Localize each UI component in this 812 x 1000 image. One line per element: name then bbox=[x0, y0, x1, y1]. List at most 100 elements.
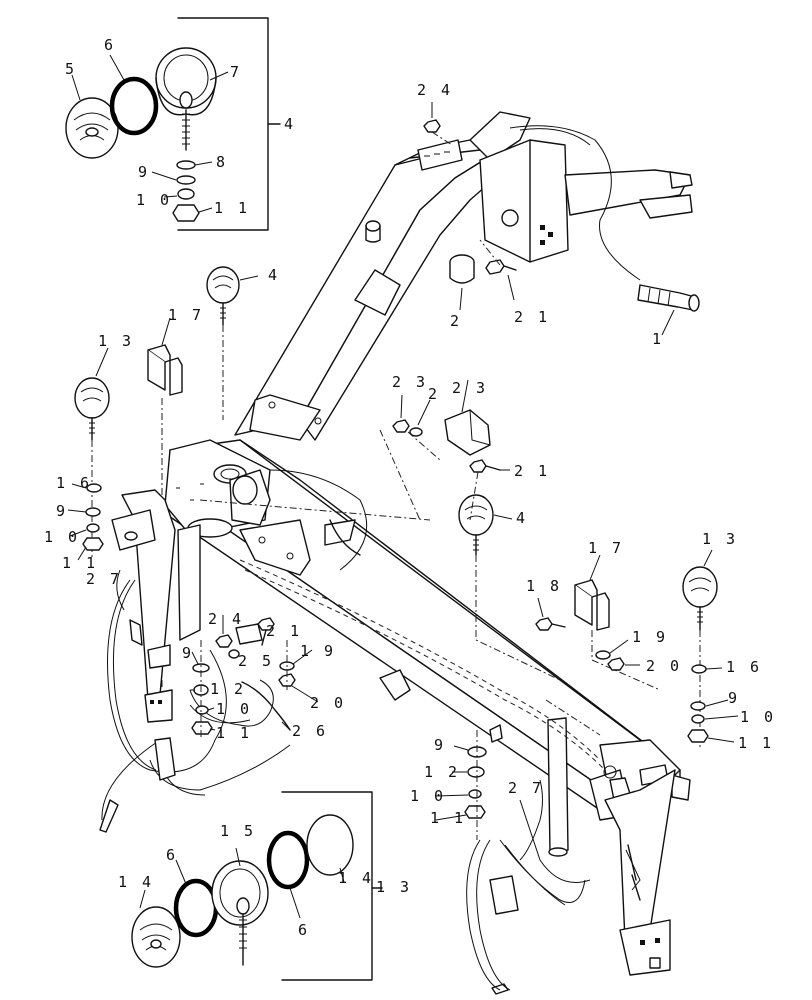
lamp-4-top-icon bbox=[206, 266, 259, 326]
callout-16-right: 1 6 bbox=[726, 658, 762, 676]
callout-4-top: 4 bbox=[268, 266, 280, 284]
wire-harness-left bbox=[99, 469, 368, 833]
bracket-17-right-icon bbox=[574, 554, 610, 631]
harness-26-icon bbox=[241, 681, 291, 731]
bracket-23-icon bbox=[444, 379, 491, 456]
nut-24-mid-icon bbox=[215, 634, 233, 648]
callout-5: 5 bbox=[65, 60, 77, 78]
nut-11-right-icon bbox=[687, 729, 709, 743]
callout-14-right: 1 4 bbox=[338, 869, 374, 887]
hitch-tongue bbox=[234, 111, 693, 441]
lamp-4-inset bbox=[65, 17, 281, 231]
callout-24-mid: 2 4 bbox=[208, 610, 244, 628]
callout-13-left: 1 3 bbox=[98, 332, 134, 350]
nut-11-low-icon bbox=[464, 805, 486, 819]
washer-9-right-icon bbox=[690, 701, 706, 711]
nut-20-right-icon bbox=[607, 657, 625, 671]
connector-plug-1-icon bbox=[637, 284, 700, 336]
lens-14-right-icon bbox=[306, 814, 354, 883]
callout-26: 2 6 bbox=[292, 722, 328, 740]
callout-13-bracket: 1 3 bbox=[376, 878, 412, 896]
bolt-21-top-icon bbox=[485, 259, 517, 301]
callout-10-right: 1 0 bbox=[740, 708, 776, 726]
washer-19-right-icon bbox=[595, 650, 611, 660]
callout-21-top: 2 1 bbox=[514, 308, 550, 326]
lockwasher-10-low-icon bbox=[468, 789, 482, 799]
lens-14-left-icon bbox=[131, 906, 181, 968]
clip-25-icon bbox=[235, 623, 263, 645]
gasket-ring-6-low-a-icon bbox=[173, 878, 219, 938]
lamp-13-left-icon bbox=[74, 347, 110, 441]
lamp-4-mid-icon bbox=[458, 494, 513, 556]
nut-11-mid-icon bbox=[191, 721, 213, 735]
callout-12-mid: 1 2 bbox=[210, 680, 246, 698]
washer-9-icon bbox=[176, 175, 196, 185]
callout-9-left: 9 bbox=[56, 502, 68, 520]
callout-7: 7 bbox=[230, 63, 242, 81]
nut-24-top-icon bbox=[423, 119, 441, 133]
callout-16-left: 1 6 bbox=[56, 474, 92, 492]
callout-9-top: 9 bbox=[138, 163, 150, 181]
callout-14-left: 1 4 bbox=[118, 873, 154, 891]
callout-10-mid: 1 0 bbox=[216, 700, 252, 718]
lockwasher-10-left-icon bbox=[86, 523, 100, 533]
gasket-ring-6-icon bbox=[109, 76, 159, 136]
callout-11-top: 1 1 bbox=[214, 199, 250, 217]
callout-27-left: 2 7 bbox=[86, 570, 122, 588]
washer-22-icon bbox=[409, 427, 423, 437]
gasket-ring-6-low-b-icon bbox=[266, 830, 310, 890]
callout-6-low-a: 6 bbox=[166, 846, 178, 864]
washer-16-right-icon bbox=[691, 664, 707, 674]
callout-11-left: 1 1 bbox=[62, 554, 98, 572]
callout-2: 2 bbox=[450, 312, 462, 330]
callout-13-right: 1 3 bbox=[702, 530, 738, 548]
callout-21-low: 2 1 bbox=[266, 622, 302, 640]
callout-labels: 1 2 4 4 4 5 6 7 8 9 1 0 1 1 2 4 2 1 1 7 … bbox=[44, 36, 776, 939]
callout-20-right: 2 0 bbox=[646, 657, 682, 675]
wire-harness-right bbox=[466, 779, 591, 995]
bracket-17-left-icon bbox=[147, 317, 183, 396]
callout-10-top: 1 0 bbox=[136, 191, 172, 209]
callout-19-right: 1 9 bbox=[632, 628, 668, 646]
lamp-housing-7-icon bbox=[155, 47, 217, 151]
nut-23-icon bbox=[392, 419, 410, 433]
washer-25-icon bbox=[228, 649, 240, 659]
lockwasher-10-icon bbox=[177, 188, 195, 200]
callout-25: 2 5 bbox=[238, 652, 274, 670]
callout-20-left: 2 0 bbox=[310, 694, 346, 712]
left-leg bbox=[111, 489, 201, 723]
callout-22: 2 bbox=[428, 385, 440, 403]
washer-16-left-icon bbox=[86, 483, 102, 493]
callout-8: 8 bbox=[216, 153, 228, 171]
callout-21-mid: 2 1 bbox=[514, 462, 550, 480]
washer-8-icon bbox=[176, 160, 196, 170]
callout-18: 1 8 bbox=[526, 577, 562, 595]
bolt-18-icon bbox=[535, 597, 566, 631]
callout-10-left: 1 0 bbox=[44, 528, 80, 546]
callout-9-mid: 9 bbox=[182, 644, 194, 662]
washer-9-left-icon bbox=[85, 507, 101, 517]
callout-9-low: 9 bbox=[434, 736, 446, 754]
grommet-2-icon bbox=[449, 254, 475, 311]
lamp-13-right-icon bbox=[682, 549, 718, 631]
callout-4-mid: 4 bbox=[516, 509, 528, 527]
callout-23-b: 2 3 bbox=[452, 379, 488, 397]
right-leg bbox=[604, 769, 676, 976]
callout-23-a: 2 3 bbox=[392, 373, 428, 391]
callout-24-top: 2 4 bbox=[417, 81, 453, 99]
callout-11-right: 1 1 bbox=[738, 734, 774, 752]
lamp-housing-15-icon bbox=[211, 847, 269, 966]
callout-9-right: 9 bbox=[728, 689, 740, 707]
lockwasher-10-right-icon bbox=[691, 714, 705, 724]
callout-17-left: 1 7 bbox=[168, 306, 204, 324]
nut-11-left-icon bbox=[82, 537, 104, 551]
lamp-13-inset bbox=[131, 791, 383, 981]
callout-11-mid: 1 1 bbox=[216, 724, 252, 742]
callout-10-low: 1 0 bbox=[410, 787, 446, 805]
callout-17-right: 1 7 bbox=[588, 539, 624, 557]
callout-19-left: 1 9 bbox=[300, 642, 336, 660]
callout-15: 1 5 bbox=[220, 822, 256, 840]
callout-12-low: 1 2 bbox=[424, 763, 460, 781]
grommet-12-low-icon bbox=[467, 766, 485, 778]
